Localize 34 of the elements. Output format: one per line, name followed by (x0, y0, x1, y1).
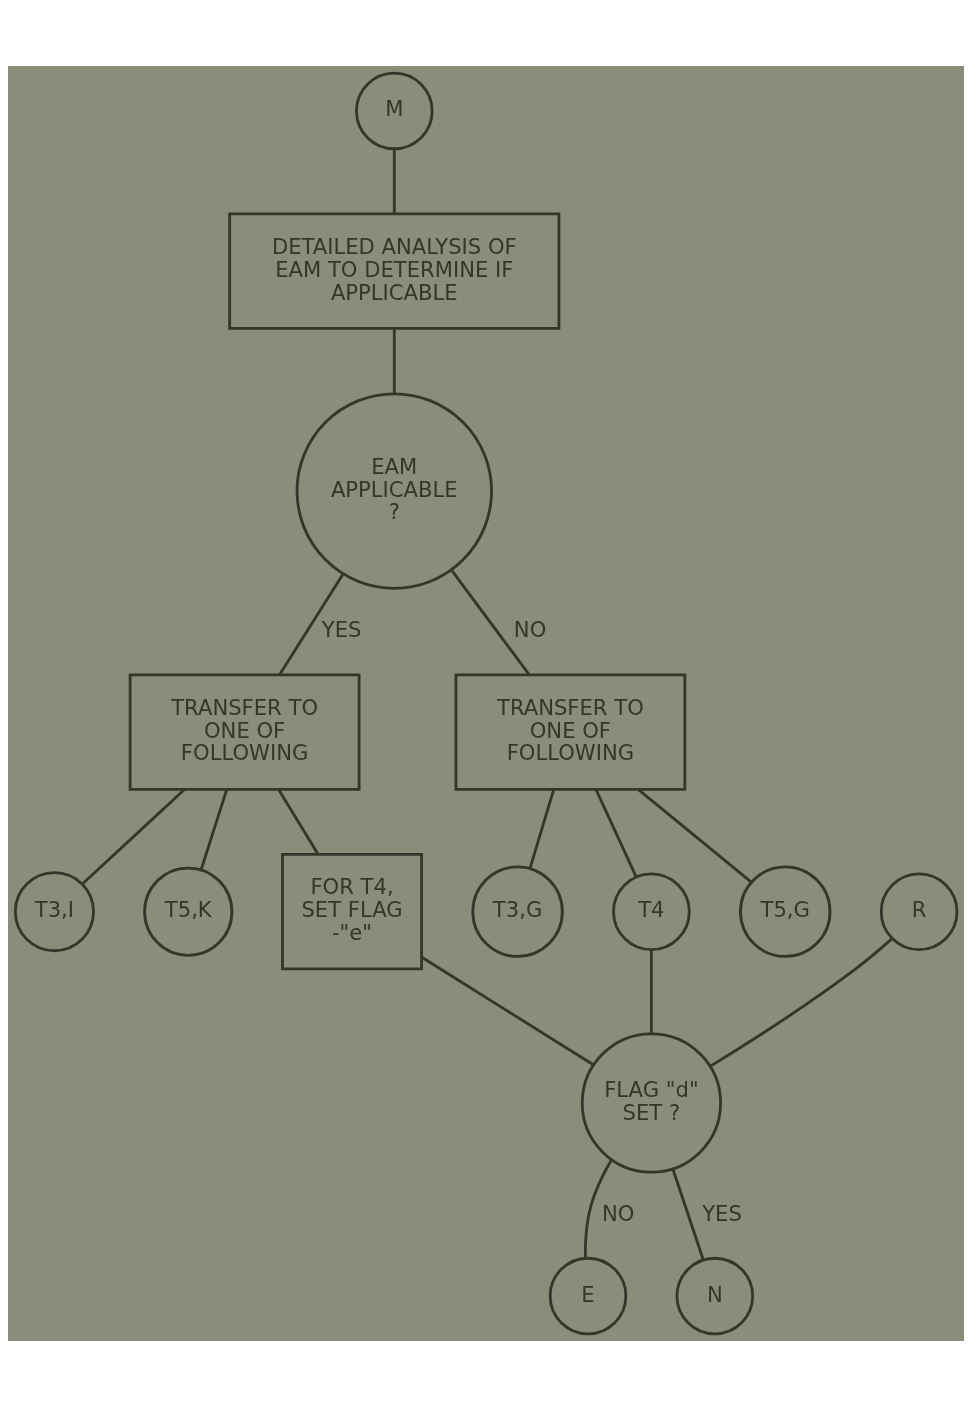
connector (637, 788, 753, 884)
node-box: FOR T4, SET FLAG -"e" (281, 853, 423, 971)
connector (650, 949, 653, 1034)
connector (421, 956, 595, 1067)
connector (583, 1158, 613, 1258)
node-circle: T3,I (13, 871, 95, 953)
connector (392, 328, 396, 394)
edge-label: YES (702, 1200, 742, 1226)
connector (392, 149, 396, 214)
connector (199, 789, 229, 871)
connector (594, 788, 638, 878)
connector (450, 569, 530, 676)
connector (81, 788, 186, 885)
node-circle: T5,K (143, 866, 234, 957)
connector (278, 573, 344, 676)
node-box: TRANSFER TO ONE OF FOLLOWING (454, 673, 687, 791)
edge-label: NO (601, 1200, 635, 1226)
node-circle: EAM APPLICABLE ? (295, 392, 493, 590)
connector (709, 937, 893, 1068)
connector (277, 788, 320, 855)
node-box: DETAILED ANALYSIS OF EAM TO DETERMINE IF APPLICABLE (228, 212, 561, 330)
node-circle: T4 (612, 872, 691, 951)
node-circle: T3,G (471, 865, 564, 958)
node-circle: T5,G (739, 865, 832, 958)
edge-label: YES (321, 617, 362, 643)
node-circle: M (355, 71, 434, 151)
edge-label: NO (513, 617, 547, 643)
connector (528, 789, 556, 869)
node-circle: N (675, 1256, 755, 1336)
node-box: TRANSFER TO ONE OF FOLLOWING (128, 673, 361, 791)
node-circle: R (879, 872, 959, 951)
connector (671, 1168, 705, 1260)
node-circle: E (548, 1256, 628, 1336)
node-circle: FLAG "d" SET ? (580, 1032, 722, 1174)
